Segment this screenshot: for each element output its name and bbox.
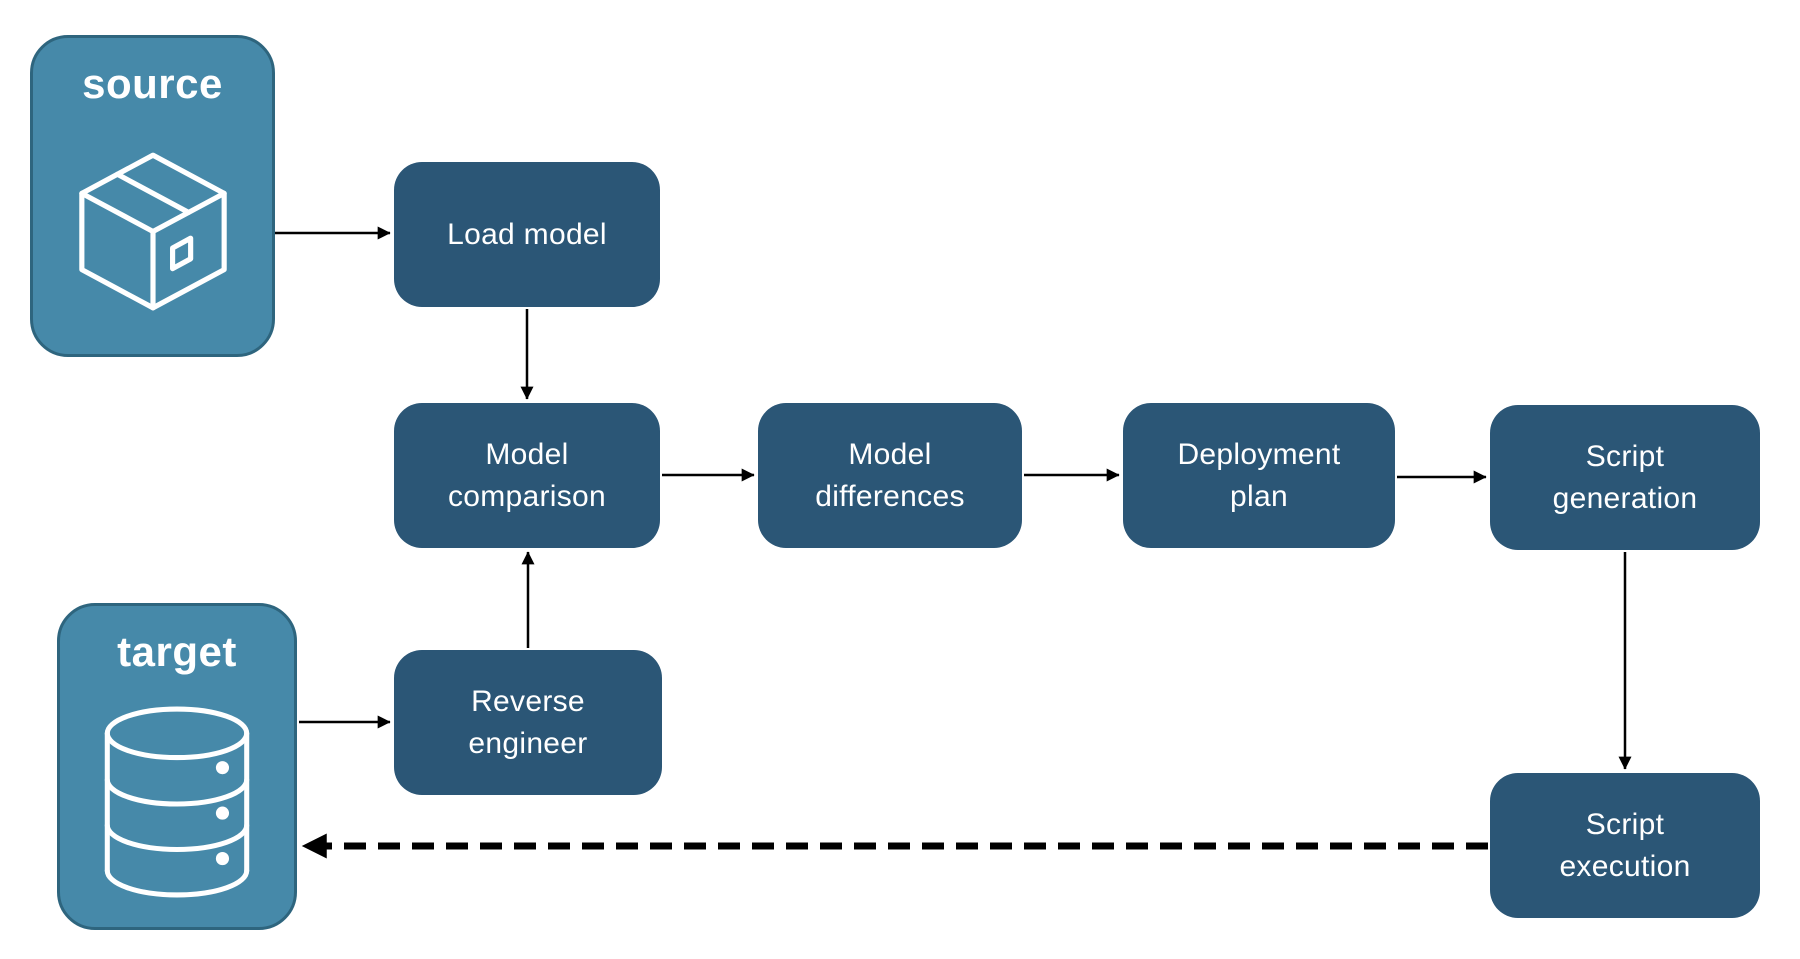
endpoint-source: source [30,35,275,357]
node-label-line: differences [815,479,965,513]
node-label-line: plan [1230,479,1288,513]
node-script-execution: Script execution [1490,773,1760,918]
node-label-line: Model [848,437,932,471]
package-icon [33,108,272,354]
node-reverse-engineer: Reverse engineer [394,650,662,795]
node-label-line: generation [1552,481,1698,515]
node-label-line: Model [485,437,569,471]
node-label-line: Script [1585,807,1665,841]
node-load-model: Load model [394,162,660,307]
source-label: source [82,60,223,107]
node-label-line: engineer [468,726,588,760]
target-label: target [117,628,237,675]
database-icon [60,676,294,927]
node-label-line: Script [1585,439,1665,473]
node-label-line: Reverse [471,684,585,718]
node-deployment-plan: Deployment plan [1123,403,1395,548]
node-model-comparison: Model comparison [394,403,660,548]
node-script-generation: Script generation [1490,405,1760,550]
node-label: Load model [447,217,607,251]
node-model-differences: Model differences [758,403,1022,548]
node-label-line: Deployment [1177,437,1341,471]
node-label-line: comparison [447,479,607,513]
endpoint-target: target [57,603,297,930]
node-label-line: execution [1559,849,1691,883]
